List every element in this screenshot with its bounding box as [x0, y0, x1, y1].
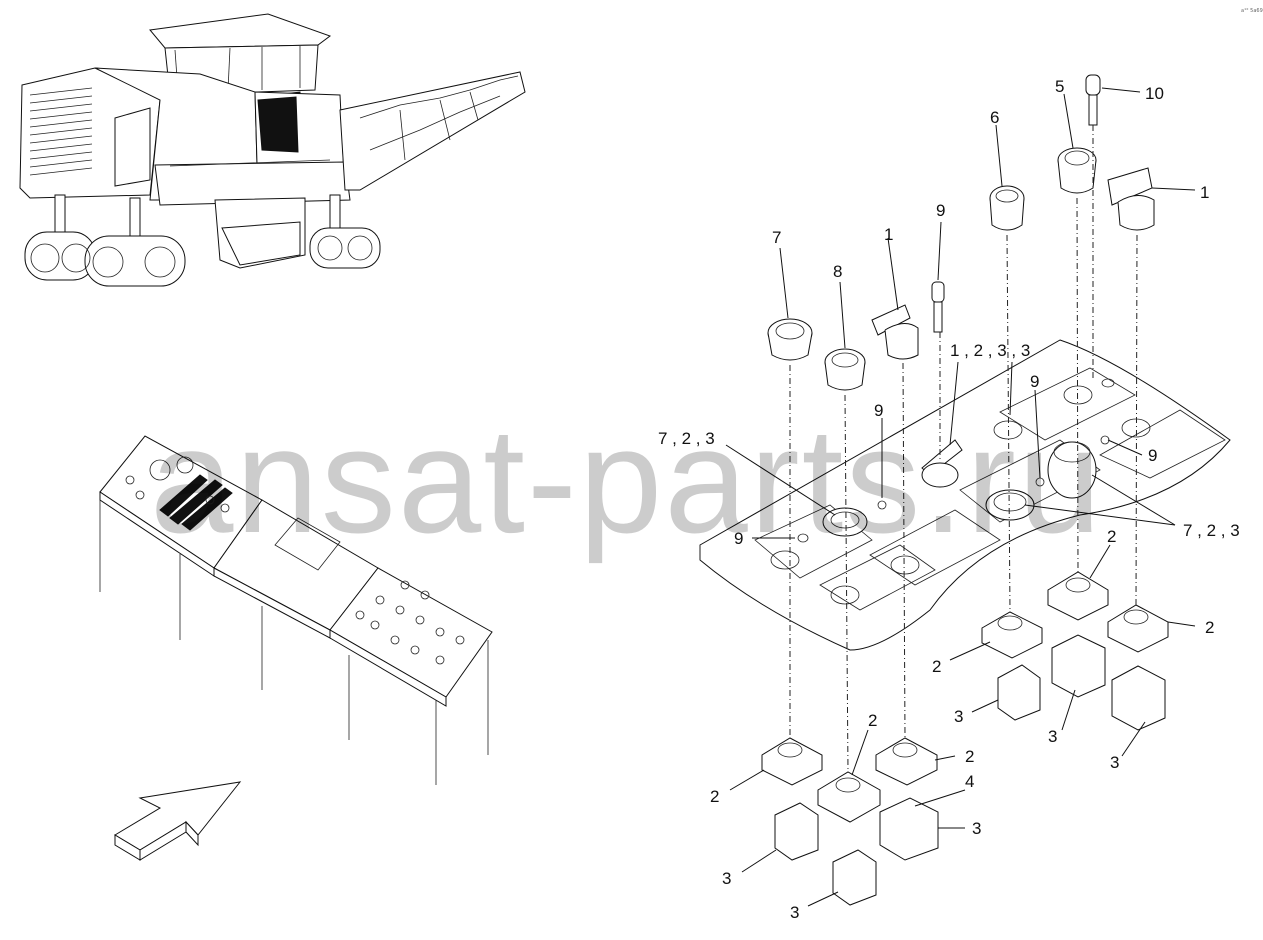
callout-labels: 10 5 6 1 9 1 7 8 1 , 2 , 3 , 3 9 9 7 , 2… — [658, 77, 1240, 922]
corner-code: a¹° 5a69 — [1241, 8, 1263, 14]
callout-2-r2: 2 — [1205, 618, 1214, 637]
pilot-lamp-10 — [1085, 74, 1101, 126]
contact-block-3e — [1111, 665, 1166, 731]
control-panel-plate — [699, 339, 1231, 651]
selector-switch-1b — [1107, 167, 1155, 231]
callout-3-l1: 3 — [972, 819, 981, 838]
callout-1-right: 1 — [1200, 183, 1209, 202]
callout-9-center: 9 — [1030, 372, 1039, 391]
console-overview-illustration — [99, 435, 493, 785]
selector-switch-1a — [871, 304, 919, 360]
lampholder-2a — [761, 737, 823, 786]
push-button-7 — [767, 318, 813, 361]
callout-7-top: 7 — [772, 228, 781, 247]
callout-3-r2: 3 — [1048, 727, 1057, 746]
callout-1-left: 1 — [884, 225, 893, 244]
push-button-5 — [1057, 147, 1097, 194]
callout-4: 4 — [965, 772, 974, 791]
assembly-lines — [789, 125, 1138, 773]
callout-9-right: 9 — [1148, 446, 1157, 465]
contact-block-3d — [1051, 634, 1106, 698]
callout-9-left: 9 — [874, 401, 883, 420]
callout-6: 6 — [990, 108, 999, 127]
lampholder-2d — [981, 611, 1043, 659]
callout-8: 8 — [833, 262, 842, 281]
contact-block-4 — [879, 797, 939, 861]
view-direction-arrow — [114, 781, 242, 861]
callout-1233: 1 , 2 , 3 , 3 — [950, 341, 1030, 360]
callout-9-lamp: 9 — [936, 201, 945, 220]
callout-3-l2: 3 — [722, 869, 731, 888]
callout-723-left: 7 , 2 , 3 — [658, 429, 715, 448]
callout-3-r1: 3 — [954, 707, 963, 726]
lampholder-2b — [817, 771, 881, 823]
callout-3-l3: 3 — [790, 903, 799, 922]
leader-lines — [725, 87, 1196, 907]
callout-2-r3: 2 — [932, 657, 941, 676]
push-button-8 — [824, 348, 866, 391]
watermark: ansat-parts.ru — [150, 396, 1103, 564]
callout-723-right: 7 , 2 , 3 — [1183, 521, 1240, 540]
callout-10: 10 — [1145, 84, 1164, 103]
callout-3-r3: 3 — [1110, 753, 1119, 772]
callout-5: 5 — [1055, 77, 1064, 96]
lampholder-2f — [1107, 604, 1169, 653]
pilot-lamp-9a — [931, 281, 945, 333]
callout-2-r1: 2 — [1107, 527, 1116, 546]
machine-illustration — [19, 13, 526, 287]
contact-block-3a — [774, 802, 819, 861]
callout-2-l2: 2 — [868, 711, 877, 730]
callout-9-plate: 9 — [734, 529, 743, 548]
push-button-6 — [989, 185, 1025, 231]
lampholder-2e — [1047, 571, 1109, 621]
contact-block-3b — [832, 849, 877, 906]
contact-block-3c — [997, 664, 1041, 721]
callout-2-l3: 2 — [965, 747, 974, 766]
lampholder-2c — [875, 737, 938, 786]
callout-2-l1: 2 — [710, 787, 719, 806]
